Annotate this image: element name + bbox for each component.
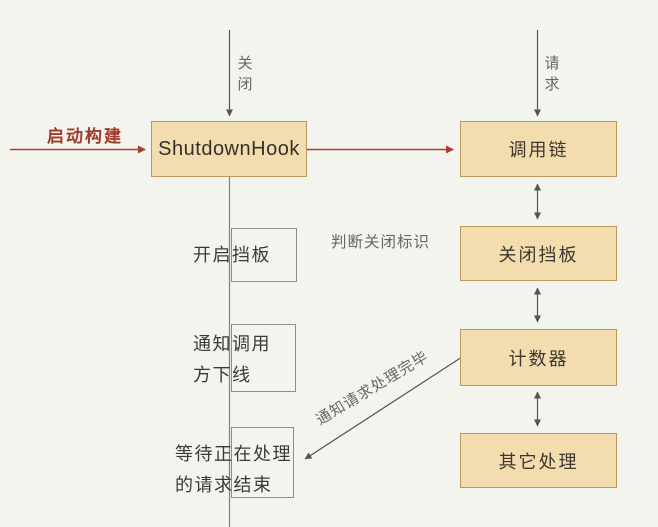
- node-notify-caller-label-line2: 方下线: [193, 365, 252, 385]
- node-notify-caller-label-line1: 通知调用: [193, 334, 271, 354]
- edge-label-start-build: 启动构建: [47, 127, 123, 146]
- node-other-processing: 其它处理: [460, 433, 617, 488]
- node-open-baffle: [231, 228, 297, 282]
- node-call-chain-label: 调用链: [508, 140, 569, 160]
- node-notify-caller-offline: [231, 324, 296, 392]
- node-wait-requests-finish: [231, 427, 294, 498]
- node-counter-label: 计数器: [508, 348, 569, 369]
- edge-label-request: 请求: [544, 55, 561, 93]
- node-call-chain: 调用链: [460, 121, 617, 177]
- edge-label-check-close-flag: 判断关闭标识: [331, 234, 431, 251]
- node-close-baffle-label: 关闭挡板: [498, 244, 579, 265]
- edge-label-notify-request-done: 通知请求处理完毕: [313, 348, 432, 429]
- node-shutdownhook: ShutdownHook: [151, 121, 307, 177]
- node-wait-requests-label-line1: 等待正在处理: [175, 444, 292, 464]
- node-other-processing-label: 其它处理: [498, 451, 579, 472]
- node-shutdownhook-label: ShutdownHook: [158, 137, 300, 160]
- node-notify-caller-label: 通知调用 方下线: [193, 329, 271, 391]
- node-wait-requests-label-line2: 的请求结束: [175, 475, 273, 495]
- node-wait-requests-label: 等待正在处理 的请求结束: [175, 439, 292, 501]
- node-open-baffle-label: 开启挡板: [193, 245, 271, 265]
- node-counter: 计数器: [460, 329, 617, 386]
- edge-label-close: 关闭: [237, 55, 254, 93]
- node-close-baffle: 关闭挡板: [460, 226, 617, 281]
